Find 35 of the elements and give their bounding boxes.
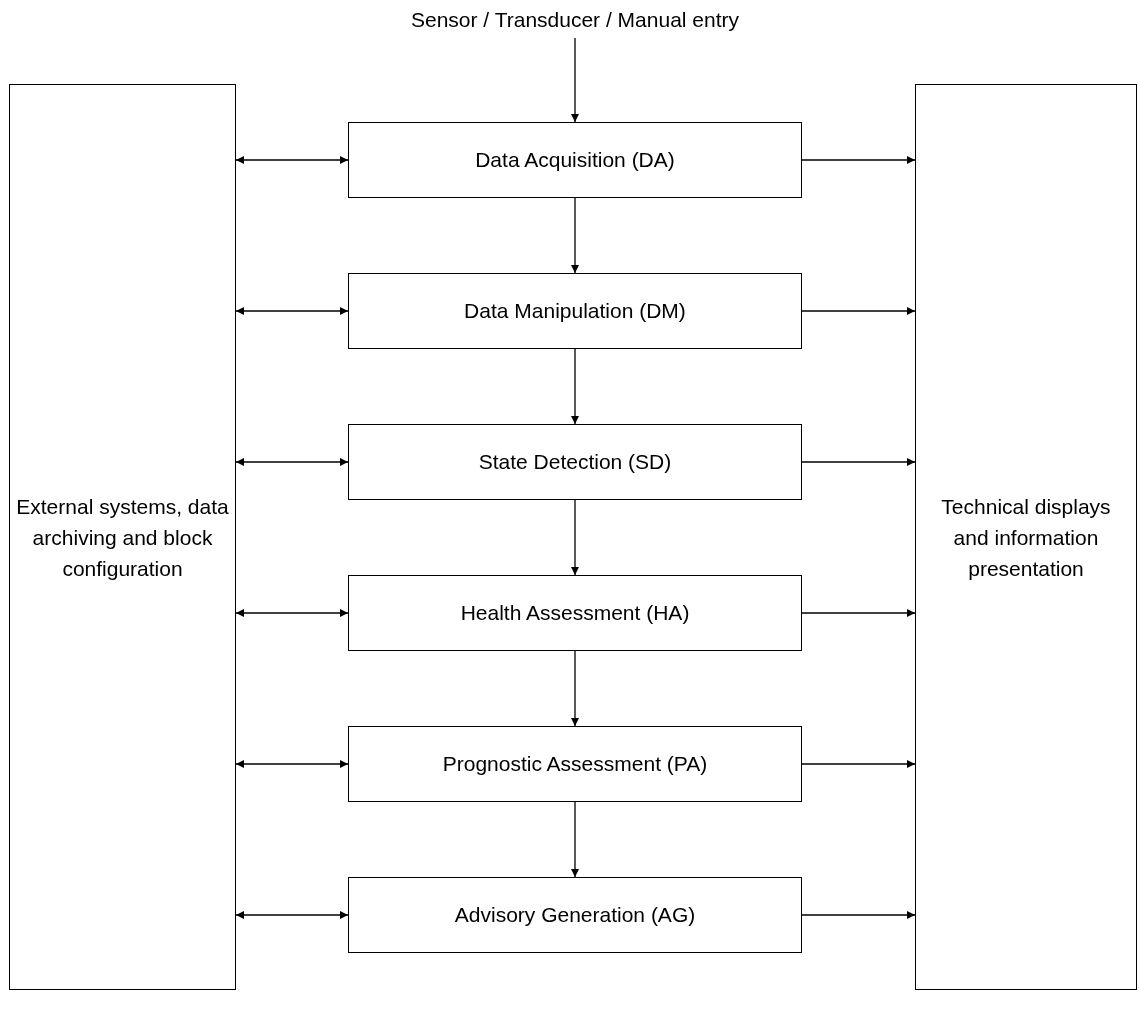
arrow (571, 801, 579, 878)
process-box (348, 273, 802, 349)
process-box (348, 726, 802, 802)
arrow (801, 911, 916, 919)
arrow (235, 911, 349, 919)
arrow (801, 307, 916, 315)
box-label: Data Manipulation (DM) (464, 298, 686, 324)
system-box (915, 84, 1137, 990)
arrow (235, 609, 349, 617)
arrow (571, 197, 579, 274)
arrow (571, 650, 579, 727)
box-label: Data Acquisition (DA) (475, 147, 675, 173)
box-label: State Detection (SD) (478, 449, 672, 475)
box-label: Technical displays and information presentation (940, 493, 1112, 582)
arrow (235, 156, 349, 164)
process-box (348, 424, 802, 500)
arrow (801, 156, 916, 164)
arrow (801, 760, 916, 768)
system-box (9, 84, 236, 990)
arrow (235, 307, 349, 315)
arrow (571, 348, 579, 425)
box-label: External systems, data archiving and block configuration (16, 493, 229, 582)
process-box (348, 877, 802, 953)
arrow (571, 37, 579, 123)
arrow (801, 609, 916, 617)
process-box (348, 575, 802, 651)
box-label: Health Assessment (HA) (460, 600, 690, 626)
arrow (801, 458, 916, 466)
input-label: Sensor / Transducer / Manual entry (411, 7, 739, 33)
arrow (235, 458, 349, 466)
box-label: Prognostic Assessment (PA) (442, 751, 708, 777)
box-label: Advisory Generation (AG) (454, 902, 696, 928)
arrow (571, 499, 579, 576)
process-box (348, 122, 802, 198)
arrow (235, 760, 349, 768)
